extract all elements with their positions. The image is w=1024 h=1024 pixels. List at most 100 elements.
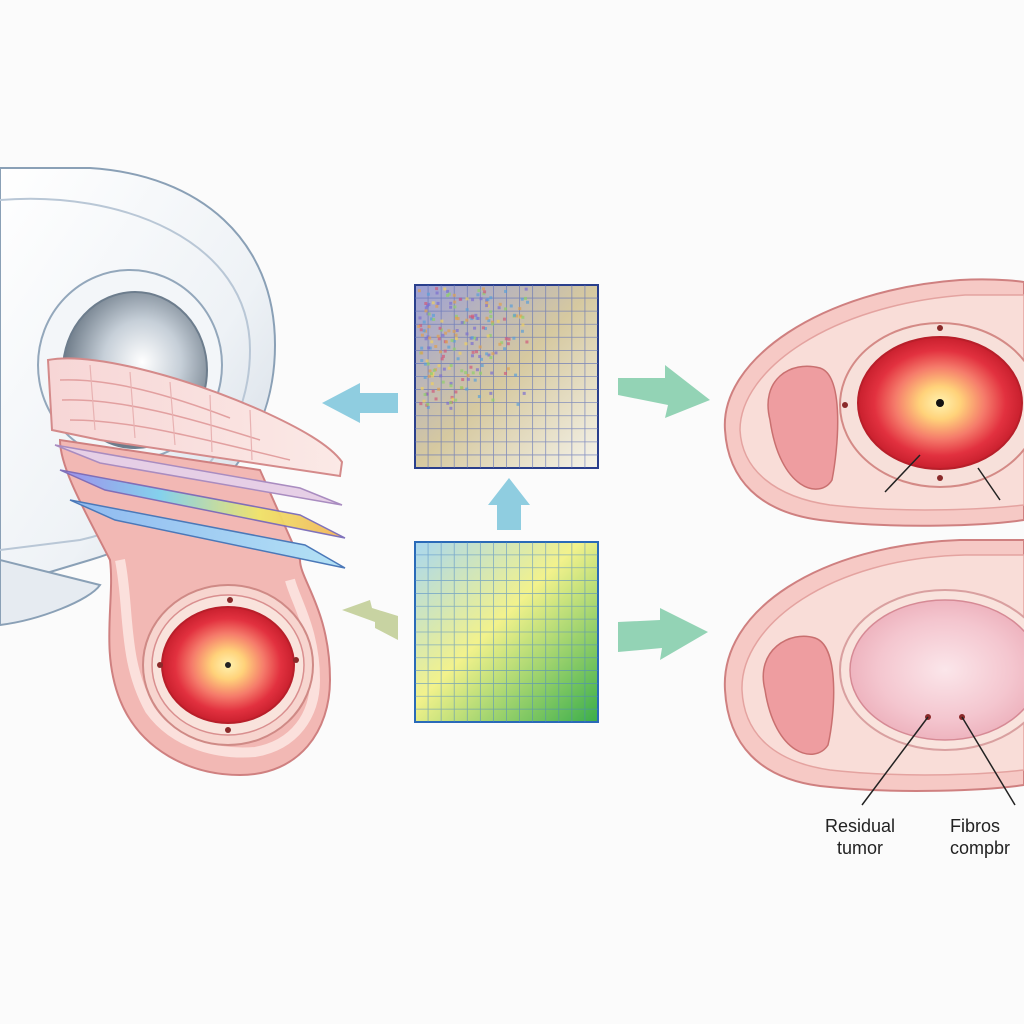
pixel-speckle — [432, 368, 436, 372]
pixel-speckle — [491, 322, 495, 326]
pixel-speckle — [440, 319, 444, 323]
pixel-speckle — [504, 289, 508, 293]
pixel-speckle — [453, 300, 457, 304]
pixel-speckle — [490, 371, 494, 375]
pixel-speckle — [446, 289, 450, 293]
pixel-speckle — [441, 354, 445, 358]
pixel-speckle — [459, 386, 463, 390]
pixel-speckle — [466, 377, 470, 381]
pixel-speckle — [419, 402, 423, 406]
arrow-icon-right-green-top — [618, 365, 710, 418]
pixel-speckle — [435, 304, 439, 308]
pixel-speckle — [431, 389, 435, 393]
pixel-speckle — [473, 336, 477, 340]
pixel-speckle — [487, 353, 491, 357]
pixel-speckle — [455, 329, 459, 333]
pixel-speckle — [449, 301, 453, 305]
pixel-speckle — [425, 392, 429, 396]
pixel-speckle — [419, 324, 423, 328]
pixel-speckle — [420, 351, 424, 355]
pixel-speckle — [464, 371, 468, 375]
pixel-speckle — [506, 342, 510, 346]
pixel-speckle — [443, 287, 447, 291]
pixel-speckle — [451, 397, 455, 401]
pixel-speckle — [518, 307, 522, 311]
pixel-speckle — [456, 357, 460, 361]
pixel-speckle — [485, 316, 489, 320]
pixel-speckle — [479, 297, 483, 301]
pixel-speckle — [426, 362, 430, 366]
pixel-speckle — [418, 316, 422, 320]
pixel-speckle — [504, 337, 508, 341]
pixel-speckle — [427, 346, 431, 350]
pixel-speckle — [470, 336, 474, 340]
pixel-speckle — [424, 309, 428, 313]
pixel-speckle — [471, 315, 475, 319]
pixel-speckle — [465, 297, 469, 301]
pixel-speckle — [420, 346, 424, 350]
pixel-speckle — [431, 313, 435, 317]
pixel-speckle — [452, 347, 456, 351]
pixel-speckle — [419, 328, 423, 332]
pixel-speckle — [480, 364, 484, 368]
pixel-speckle — [432, 317, 436, 321]
pixel-speckle — [485, 352, 489, 356]
pixel-speckle — [465, 332, 469, 336]
pixel-speckle — [428, 336, 432, 340]
gradient-grid-icon — [414, 541, 599, 723]
pixel-speckle — [490, 320, 494, 324]
pixel-speckle — [437, 337, 441, 341]
pixel-speckle — [514, 373, 518, 377]
pixel-speckle — [444, 340, 448, 344]
pixel-speckle — [450, 338, 454, 342]
pixel-speckle — [523, 296, 527, 300]
pixel-speckle — [489, 314, 493, 318]
pixel-speckle — [443, 349, 447, 353]
pixel-speckle — [454, 398, 458, 402]
pixel-speckle — [417, 289, 421, 293]
pixel-speckle — [426, 405, 430, 409]
pixel-speckle — [447, 366, 451, 370]
pixel-speckle — [470, 342, 474, 346]
arrow-icon-up-blue — [488, 478, 530, 530]
pixel-speckle — [420, 333, 424, 337]
fibrosis-label-line1: Fibros — [950, 816, 1001, 836]
pixel-speckle — [427, 374, 431, 378]
pixel-speckle — [512, 336, 516, 340]
pixel-speckle — [468, 315, 472, 319]
pixel-speckle — [519, 314, 523, 318]
pixel-speckle — [439, 328, 443, 332]
pixel-speckle — [498, 302, 502, 306]
pixel-speckle — [428, 346, 432, 350]
pixel-speckle — [434, 397, 438, 401]
pixel-speckle — [507, 337, 511, 341]
pixel-speckle — [452, 329, 456, 333]
pixel-speckle — [486, 297, 490, 301]
pixel-speckle — [480, 357, 484, 361]
pixel-speckle — [509, 304, 513, 308]
pixel-speckle — [439, 374, 443, 378]
pixel-speckle — [506, 367, 510, 371]
pixel-speckle — [454, 390, 458, 394]
pixel-speckle — [439, 350, 443, 354]
pixel-speckle — [449, 305, 453, 309]
pixel-speckle — [483, 290, 487, 294]
pixel-speckle — [522, 391, 526, 395]
pixel-speckle — [503, 371, 507, 375]
pixel-speckle — [424, 337, 428, 341]
pixel-speckle — [431, 301, 435, 305]
pixel-speckle — [513, 313, 517, 317]
pixel-speckle — [424, 306, 428, 310]
pixel-speckle — [420, 386, 424, 390]
pixel-speckle — [474, 313, 478, 317]
pixel-speckle — [430, 340, 434, 344]
pixel-speckle — [435, 287, 439, 291]
pixel-speckle — [520, 329, 524, 333]
pixel-speckle — [460, 369, 464, 373]
pixel-speckle — [471, 371, 475, 375]
pixel-speckle — [440, 357, 444, 361]
pixel-speckle — [429, 372, 433, 376]
tumor-cross-section-top-right — [723, 278, 1024, 527]
pixel-speckle — [477, 289, 481, 293]
pixel-speckle — [489, 310, 493, 314]
